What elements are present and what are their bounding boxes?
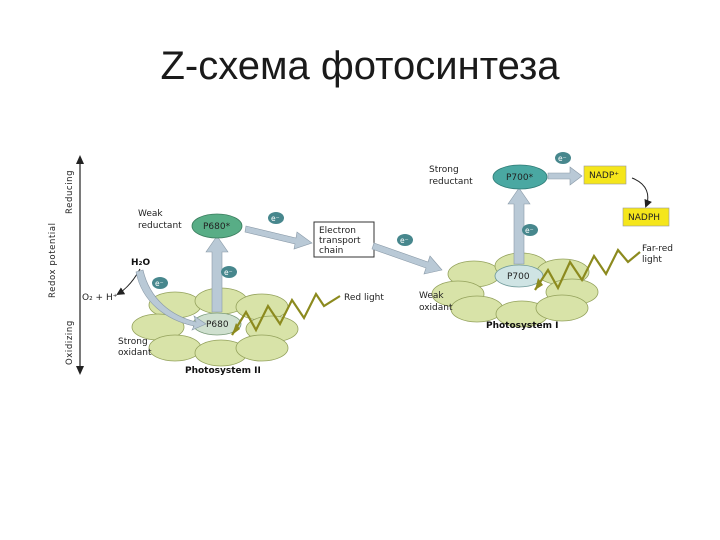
p680-excited-node (191, 213, 243, 239)
axis-label-oxidizing: Oxidizing (65, 320, 75, 365)
nadph-label: NADPH (628, 213, 660, 223)
ps2-to-etc-arrow (244, 225, 313, 250)
ps2-leaf (235, 334, 289, 362)
weak-oxidant-label-2: oxidant (419, 303, 453, 313)
ps2-leaf (148, 334, 202, 362)
ps1-to-nadp-arrow (547, 166, 583, 186)
nadph-box (622, 207, 670, 227)
strong-reductant-label-2: reductant (429, 177, 473, 187)
etc-label-1: Electron (319, 226, 356, 236)
photosystem-2: P680 P680* Weak reductant Strong oxidant… (82, 209, 384, 376)
oxygen-proton-label: O₂ + H⁺ (82, 293, 118, 303)
svg-text:e⁻: e⁻ (155, 279, 164, 288)
far-red-light-label-1: Far-red (642, 244, 673, 254)
electron-transport-chain-box (313, 221, 375, 258)
weak-reductant-label-1: Weak (138, 209, 163, 219)
svg-text:e⁻: e⁻ (224, 268, 233, 277)
water-label: H₂O (131, 258, 150, 268)
strong-oxidant-label-2: oxidant (118, 348, 152, 358)
nadp-box (583, 165, 627, 185)
photosystem-2-name: Photosystem II (185, 366, 261, 376)
far-red-light-zigzag-icon (534, 248, 641, 291)
weak-oxidant-label-1: Weak (419, 291, 444, 301)
p700-excited-label: P700* (506, 173, 534, 183)
slide-title: Z-схема фотосинтеза (160, 44, 560, 88)
axis-arrow-bottom-icon (76, 366, 84, 375)
electron-badge: e⁻ (221, 266, 237, 278)
svg-text:e⁻: e⁻ (525, 226, 534, 235)
electron-badges: e⁻ e⁻ e⁻ e⁻ e⁻ e⁻ (152, 152, 571, 289)
p700-ground-label: P700 (507, 272, 530, 282)
weak-reductant-label-2: reductant (138, 221, 182, 231)
ps1-leaf (450, 295, 504, 323)
electron-badge: e⁻ (522, 224, 538, 236)
electron-badge: e⁻ (555, 152, 571, 164)
red-light-zigzag-icon (231, 291, 341, 336)
axis-label-reducing: Reducing (65, 170, 75, 214)
nadp-label: NADP⁺ (589, 171, 619, 181)
electron-badge: e⁻ (152, 277, 168, 289)
photosystem-1: P700 P700* Strong reductant Weak oxidant… (419, 164, 673, 331)
red-light-label: Red light (344, 293, 384, 303)
svg-text:e⁻: e⁻ (558, 154, 567, 163)
p680-ground-label: P680 (206, 320, 229, 330)
strong-reductant-label-1: Strong (429, 165, 459, 175)
redox-axis: Reducing Redox potential Oxidizing (48, 155, 84, 375)
photosystem-1-name: Photosystem I (486, 321, 559, 331)
electron-badge: e⁻ (397, 234, 413, 246)
far-red-light-arrowhead-icon (535, 278, 543, 290)
axis-arrow-top-icon (76, 155, 84, 164)
ps2-excitation-arrow (205, 235, 229, 313)
etc-to-ps1-arrow (371, 242, 443, 275)
electron-badge: e⁻ (268, 212, 284, 224)
strong-oxidant-label-1: Strong (118, 337, 148, 347)
red-light-arrowhead-icon (232, 323, 240, 335)
p700-excited-node (492, 164, 548, 190)
p680-excited-label: P680* (203, 222, 231, 232)
svg-text:e⁻: e⁻ (271, 214, 280, 223)
ps1-excitation-arrow (507, 187, 531, 265)
axis-label-redox-potential: Redox potential (48, 222, 58, 298)
ps1-leaf (535, 294, 589, 322)
far-red-light-label-2: light (642, 255, 662, 265)
nadp-to-nadph-arrow (631, 177, 652, 208)
water-to-p680-arrow (135, 269, 207, 331)
etc-label-3: chain (319, 246, 343, 256)
etc-label-2: transport (319, 236, 361, 246)
svg-text:e⁻: e⁻ (400, 236, 409, 245)
